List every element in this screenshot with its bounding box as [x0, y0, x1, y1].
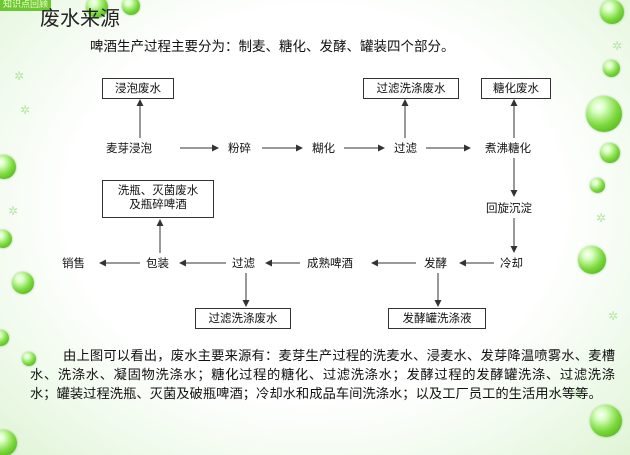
box-bottle-wash-line1: 洗瓶、灭菌废水: [117, 183, 199, 197]
decor-bubble: [590, 178, 605, 193]
decor-bubble: [0, 155, 16, 179]
box-ferment-tank-wash: 发酵罐洗涤液: [388, 308, 486, 329]
box-filter-wash-waste-top: 过滤洗涤废水: [363, 78, 459, 99]
step-mature-beer: 成熟啤酒: [307, 256, 353, 270]
box-soak-waste: 浸泡废水: [102, 78, 174, 99]
decor-bubble: [22, 352, 36, 366]
step-cool: 冷却: [500, 256, 523, 270]
decor-sparkle: ✲: [596, 211, 607, 225]
step-filter-1: 过滤: [394, 141, 417, 155]
decor-bubble: [600, 0, 624, 24]
summary-paragraph: 由上图可以看出，废水主要来源有：麦芽生产过程的洗麦水、浸麦水、发芽降温喷雾水、麦…: [30, 349, 615, 402]
decor-sparkle: ✲: [14, 69, 25, 83]
decor-bubble: [0, 430, 17, 455]
box-bottle-wash-line2: 及瓶碎啤酒: [129, 197, 187, 211]
decor-sparkle: ✲: [8, 204, 19, 218]
decor-sparkle: ✲: [573, 387, 584, 401]
slide-title: 废水来源: [40, 6, 120, 30]
step-mash: 糊化: [312, 141, 335, 155]
step-sale: 销售: [62, 256, 85, 270]
decor-bubble: [600, 143, 620, 163]
intro-text: 啤酒生产过程主要分为：制麦、糖化、发酵、罐装四个部分。: [90, 39, 455, 55]
step-package: 包装: [146, 256, 169, 270]
step-malt-soak: 麦芽浸泡: [106, 141, 152, 155]
box-bottle-wash: 洗瓶、灭菌废水 及瓶碎啤酒: [102, 180, 214, 218]
decor-bubble: [603, 60, 620, 77]
step-ferment: 发酵: [424, 256, 447, 270]
decor-bubble: [12, 272, 34, 294]
box-filter-wash-waste-bottom: 过滤洗涤废水: [195, 308, 291, 329]
step-filter-2: 过滤: [232, 256, 255, 270]
decor-bubble: [578, 246, 606, 274]
decor-bubble: [586, 96, 622, 132]
decor-sparkle: ✲: [608, 309, 619, 323]
decor-bubble: [122, 0, 140, 15]
step-whirlpool: 回旋沉淀: [486, 201, 532, 215]
step-boil: 煮沸糖化: [485, 141, 531, 155]
decor-bubble: [590, 405, 622, 437]
decor-bubble: [86, 0, 108, 18]
decor-bubble: [0, 330, 9, 346]
step-crush: 粉碎: [228, 141, 251, 155]
decor-sparkle: ✲: [20, 103, 31, 117]
box-saccharify-waste: 糖化废水: [481, 78, 551, 99]
decor-bubble: [0, 230, 12, 248]
decor-sparkle: ✲: [612, 39, 623, 53]
corner-label: 知识点回顾: [0, 0, 52, 11]
